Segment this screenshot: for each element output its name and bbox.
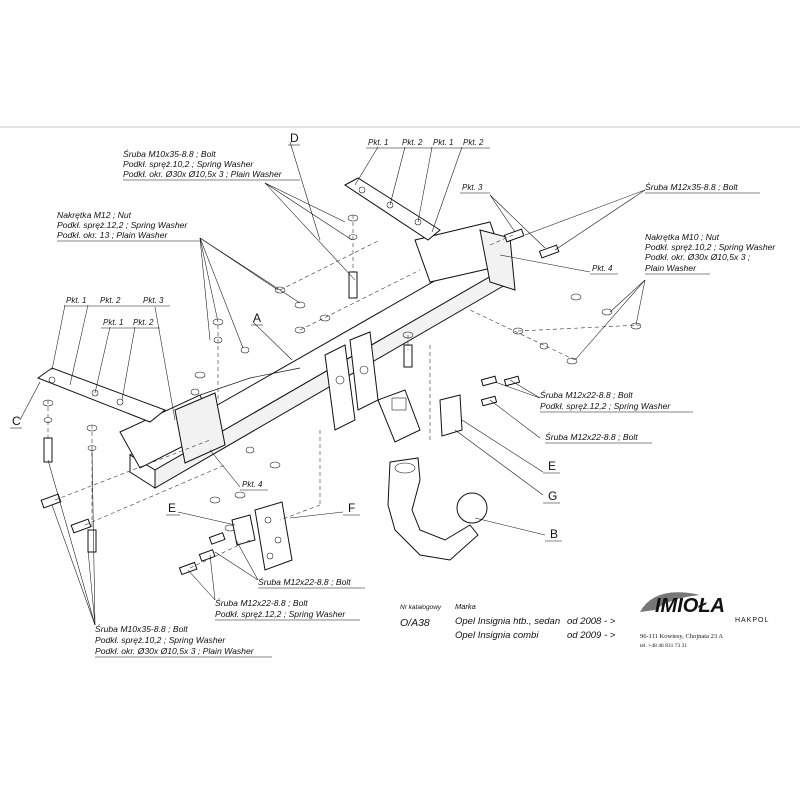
logo-address: 96-111 Kowiesy, Chojnata 23 A [640,633,723,640]
hardware-stacks [40,214,642,576]
crossbar-a [119,221,516,489]
label-line: Plain Washer [645,263,697,273]
label-line: Śruba M12x35-8.8 ; Bolt [645,181,738,192]
pkt-label: Pkt. 3 [143,296,164,305]
logo-name: IMIOŁA [655,595,725,617]
label-line: Nakrętka M12 ; Nut [57,210,132,220]
labels-nut-right: Nakrętka M10 ; Nut Podkł. spręż.10,2 ; S… [645,232,776,275]
labels-nut-left: Nakrętka M12 ; Nut Podkł. spręż.12,2 ; S… [57,210,200,242]
labels-bolt-bottom-left: Śruba M10x35-8.8 ; Bolt Podkł. spręż.10,… [95,623,272,658]
pkt-label: Pkt. 1 [368,138,388,147]
labels-bolt-center: Śruba M12x22-8.8 ; Bolt Śruba M12x22-8.8… [215,576,365,621]
catalog-from-2: od 2009 - > [567,630,616,641]
label-line: Śruba M12x22-8.8 ; Bolt [258,576,351,587]
catalog-number: O/A38 [400,617,430,629]
logo-swoosh [640,592,700,612]
label-line: Śruba M12x22-8.8 ; Bolt [540,389,633,400]
pkt-label: Pkt. 2 [100,296,121,305]
label-line: Śruba M10x35-8.8 ; Bolt [95,623,188,634]
callout-e: E [548,459,556,473]
pkt-label: Pkt. 4 [242,480,263,489]
label-line: Podkł. spręż.12,2 ; Spring Washer [540,401,671,411]
plate-c [36,367,167,423]
label-line: Podkł. okr. Ø30x Ø10,5x 3 ; Plain Washer [123,169,283,179]
company-logo: IMIOŁA HAKPOL 96-111 Kowiesy, Chojnata 2… [640,592,769,649]
callout-c: C [12,414,21,428]
label-line: Podkł. spręż.12,2 ; Spring Washer [57,220,188,230]
tow-hook-b [387,457,488,561]
assembly-lines [47,215,641,569]
callout-g: G [548,489,557,503]
pkt-label: Pkt. 2 [402,138,423,147]
leader-lines [19,141,646,626]
letter-callouts: D A C E G B E F [10,131,562,542]
catalog-model-2: Opel Insignia combi [455,630,539,641]
plate-d [344,177,441,241]
pkt-label: Pkt. 1 [66,296,86,305]
label-line: Nakrętka M10 ; Nut [645,232,720,242]
logo-sub: HAKPOL [735,617,769,624]
callout-b: B [550,527,558,541]
pkt-label: Pkt. 3 [462,183,483,192]
label-line: Podkł. spręż.10,2 ; Spring Washer [95,635,226,645]
pkt-label: Pkt. 1 [103,318,123,327]
logo-phone: tel. +48 46 831 73 31 [640,643,687,649]
ball-bracket [231,389,463,571]
label-line: Podkł. spręż.10,2 ; Spring Washer [123,159,254,169]
callout-a: A [253,311,261,325]
catalog-model-1: Opel Insignia htb., sedan [455,616,560,627]
pkt-label: Pkt. 1 [433,138,453,147]
callout-e-left: E [168,501,176,515]
pkt-label: Pkt. 2 [133,318,154,327]
label-line: Śruba M10x35-8.8 ; Bolt [123,148,216,159]
label-line: Śruba M12x22-8.8 ; Bolt [215,597,308,608]
label-line: Podkł. spręż.10,2 ; Spring Washer [645,242,776,252]
pkt-labels: Pkt. 1 Pkt. 2 Pkt. 1 Pkt. 2 Pkt. 3 Pkt. … [64,138,618,491]
callout-f: F [348,501,355,515]
catalog-brand-label: Marka [455,602,476,611]
pkt-label: Pkt. 2 [463,138,484,147]
label-line: Podkł. okr. Ø30x Ø10,5x 3 ; Plain Washer [95,646,255,656]
labels-bolt-top-right: Śruba M12x35-8.8 ; Bolt [645,181,760,194]
label-line: Podkł. okr. Ø30x Ø10,5x 3 ; [645,252,751,262]
label-line: Podkł. okr. 13 ; Plain Washer [57,230,168,240]
label-line: Podkł. spręż.12,2 ; Spring Washer [215,609,346,619]
catalog-number-label: Nr katalogowy [400,604,442,611]
callout-d: D [290,131,299,145]
label-line: Śruba M12x22-8.8 ; Bolt [545,431,638,442]
pkt-label: Pkt. 4 [592,264,613,273]
catalog-block: Nr katalogowy Marka O/A38 Opel Insignia … [400,602,616,641]
labels-bolt-mid-right: Śruba M12x22-8.8 ; Bolt Podkł. spręż.12,… [540,389,693,444]
labels-bolt-top-left: Śruba M10x35-8.8 ; Bolt Podkł. spręż.10,… [123,148,300,181]
catalog-from-1: od 2008 - > [567,616,616,627]
